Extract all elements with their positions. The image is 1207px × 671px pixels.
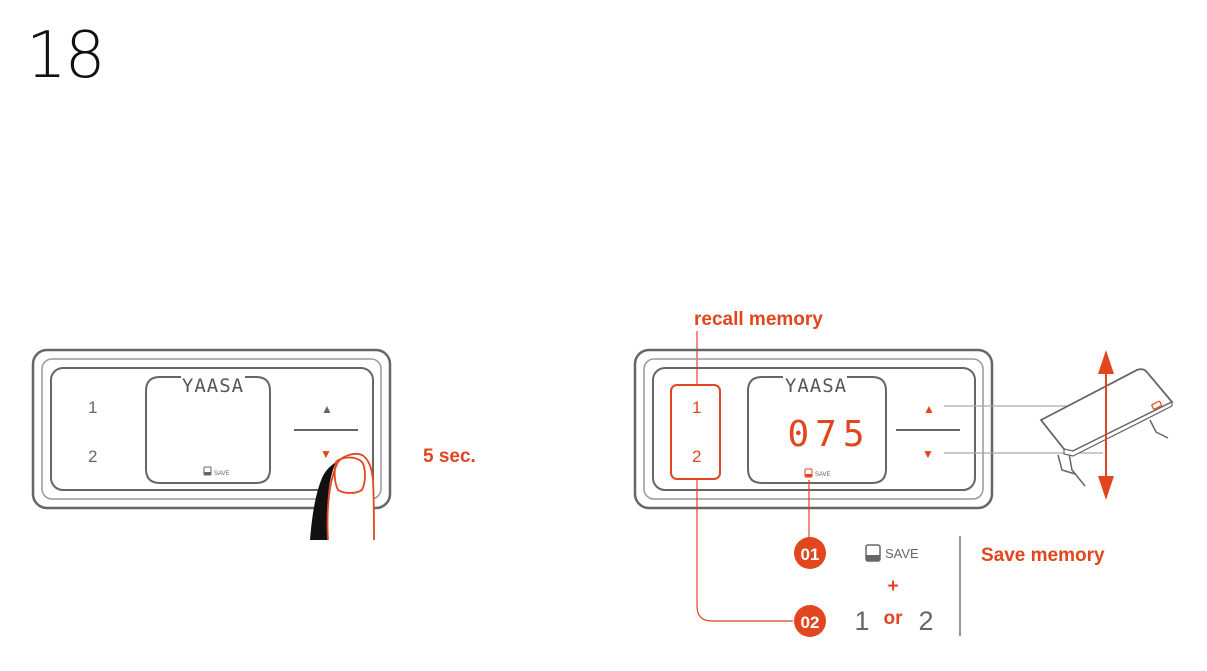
recall-memory-label: recall memory	[694, 309, 823, 330]
left-control-panel: YAASA SAVE 1 2 ▲ ▼	[31, 348, 392, 510]
step-02-leader-line	[696, 479, 793, 622]
option-2: 2	[918, 606, 933, 636]
or-connector: or	[884, 608, 904, 629]
finger-press-illustration	[310, 452, 375, 541]
brand-logo: YAASA	[182, 375, 244, 397]
desk-illustration	[1039, 350, 1174, 500]
memory-button-2[interactable]: 2	[88, 447, 97, 466]
move-up-icon	[1098, 350, 1114, 374]
hold-duration-label: 5 sec.	[423, 446, 476, 467]
step-02-number: 02	[801, 613, 820, 632]
option-1: 1	[854, 606, 869, 636]
step-02: 02 + 1 or 2	[794, 576, 934, 637]
memory-button-1[interactable]: 1	[88, 398, 97, 417]
down-arrow-icon[interactable]: ▼	[320, 447, 332, 461]
fingernail	[333, 456, 366, 494]
down-arrow-icon[interactable]: ▼	[922, 447, 934, 461]
page-number: 18	[26, 19, 105, 93]
display-window	[145, 376, 271, 484]
display-window	[747, 376, 887, 484]
save-indicator-label: SAVE	[815, 472, 831, 478]
desk-control-marker	[1151, 400, 1163, 410]
save-memory-label: Save memory	[981, 545, 1105, 566]
memory-button-1[interactable]: 1	[692, 398, 701, 417]
right-control-panel: 1 2 YAASA 075 SAVE ▲ ▼	[633, 348, 994, 510]
step-01-badge	[794, 537, 826, 569]
memory-button-2[interactable]: 2	[692, 447, 701, 466]
up-arrow-icon[interactable]: ▲	[923, 402, 935, 416]
plus-sign: +	[887, 576, 898, 597]
step-01: 01 SAVE	[794, 537, 919, 569]
memory-buttons-highlight	[670, 384, 721, 480]
move-down-icon	[1098, 476, 1114, 500]
up-arrow-icon[interactable]: ▲	[321, 402, 333, 416]
brand-logo: YAASA	[785, 375, 847, 397]
step-01-text: SAVE	[885, 546, 919, 561]
height-display: 075	[787, 414, 870, 455]
step-02-badge	[794, 605, 826, 637]
save-indicator-label: SAVE	[214, 471, 230, 477]
step-01-number: 01	[801, 545, 820, 564]
